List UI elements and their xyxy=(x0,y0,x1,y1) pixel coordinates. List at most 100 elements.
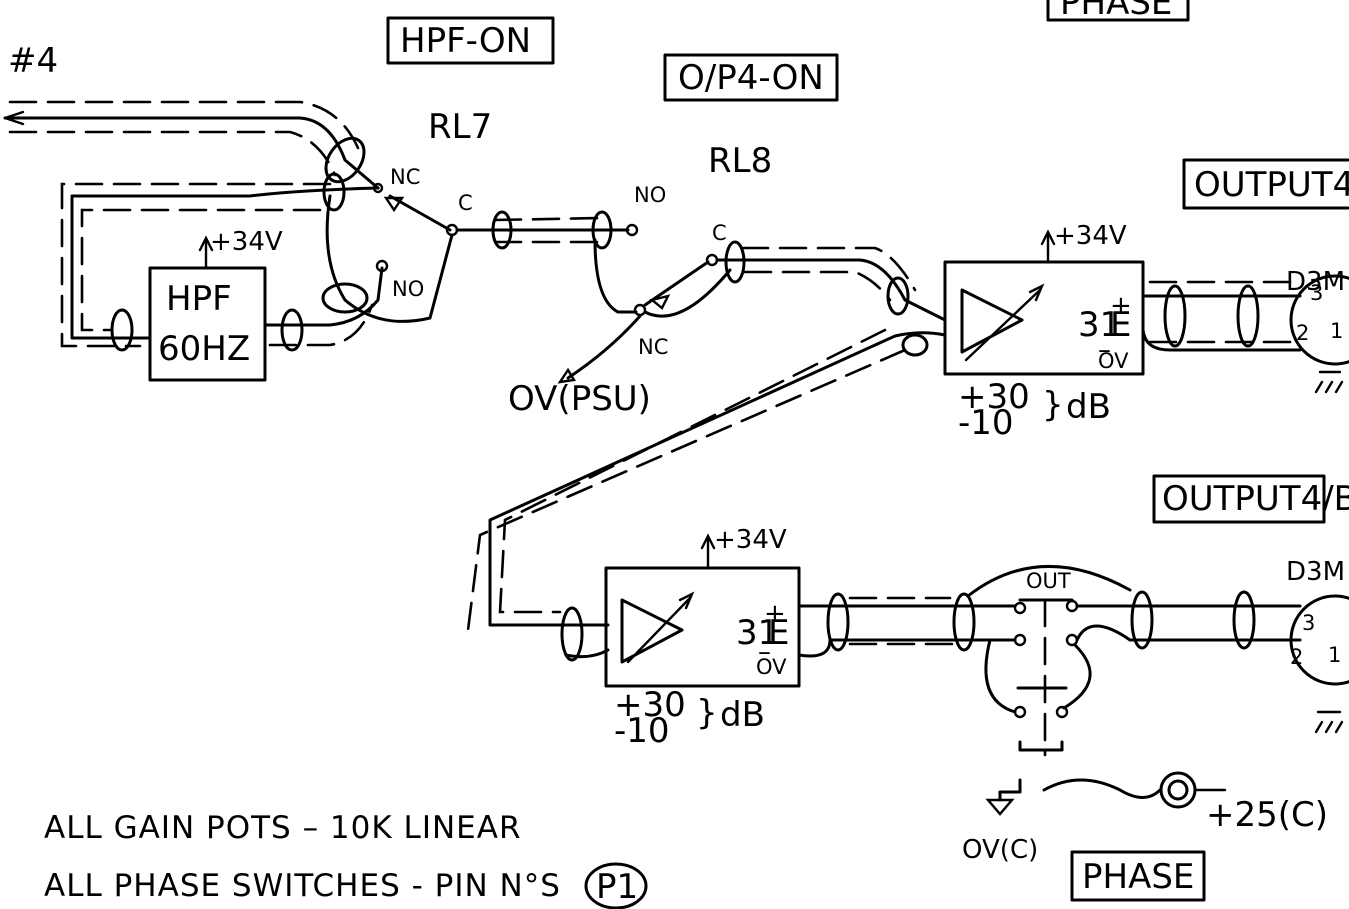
phase-pin-3 xyxy=(1013,633,1027,647)
phase-lamp-outer xyxy=(1159,771,1197,809)
xlr-a-ground xyxy=(1314,370,1344,394)
hpf-output-sleeve xyxy=(321,282,369,314)
phase-switch-lamp-bar xyxy=(1018,740,1064,752)
amp-a-symbol xyxy=(960,288,1024,354)
amp-a-split-sleeve xyxy=(901,333,929,357)
xlr-b-ferrule-1 xyxy=(1130,590,1154,650)
amp-b-out-ferrule-2 xyxy=(952,592,976,652)
amp-b-pin-e: E xyxy=(768,613,789,653)
output-b-box xyxy=(1152,474,1326,524)
input-shield-lower xyxy=(8,130,337,177)
amp-a-ov: OV xyxy=(1098,349,1129,373)
phase-switch-out-label: OUT xyxy=(1026,569,1071,593)
amp-a-gain-arrowhead xyxy=(1028,283,1045,302)
xlr-b-connector xyxy=(1289,594,1349,686)
output-b-label: OUTPUT4/B xyxy=(1162,479,1349,519)
phase-cross-wire-left xyxy=(984,638,1017,714)
phase-switch-ground-wire xyxy=(998,778,1022,802)
input-arrow xyxy=(3,110,25,126)
xlr-b-pin1: 1 xyxy=(1328,643,1341,667)
xlr-a-pin3: 3 xyxy=(1310,281,1323,305)
note-phase-switches: ALL PHASE SWITCHES - PIN N°S xyxy=(44,868,561,904)
xlr-b-ground xyxy=(1314,710,1344,734)
phase-bottom-label: PHASE xyxy=(1082,857,1194,897)
amp-b-db: dB xyxy=(720,695,765,735)
ov-psu-label: OV(PSU) xyxy=(508,379,651,419)
rl8-out-shield-lower xyxy=(743,270,892,302)
amp-a-gain-brace: } xyxy=(1042,385,1064,425)
amp-a-supply-arrow xyxy=(1040,229,1056,246)
note-gain-pots: ALL GAIN POTS – 10K LINEAR xyxy=(44,810,522,846)
hpf-label-line2: 60HZ xyxy=(158,329,250,369)
rl8-c-label: C xyxy=(712,221,727,245)
hpf-label-line1: HPF xyxy=(166,279,232,319)
channel-label: #4 xyxy=(8,41,58,81)
rl8-out-shield-upper xyxy=(740,246,917,292)
ov-psu-wire xyxy=(566,314,642,380)
amp-a-supply-label: +34V xyxy=(1054,221,1127,251)
hpf-on-label: HPF-ON xyxy=(400,21,531,61)
rl8-nc-label: NC xyxy=(638,335,668,359)
phase-cross-wire-right xyxy=(1062,643,1092,710)
hpf-output-shield xyxy=(268,303,374,347)
amp-b-feed-wire xyxy=(488,331,947,627)
amp-b-box xyxy=(604,566,801,688)
phase-switch-arc xyxy=(966,565,1132,598)
amp-a-out-ferrule-1 xyxy=(1163,284,1187,348)
amp-a-pin-label: 31 xyxy=(1078,305,1121,345)
amp-b-out-ferrule-1 xyxy=(826,592,850,652)
amp-b-plus: + xyxy=(764,599,786,629)
xlr-b-pin3: 3 xyxy=(1302,611,1315,635)
hpf-output-wire xyxy=(263,266,384,327)
hpf-loop-shield-outer xyxy=(60,182,332,348)
xlr-b-minus-wire xyxy=(1075,624,1302,642)
phase-top-label: PHASE xyxy=(1060,0,1172,23)
rl8-no-label: NO xyxy=(634,183,666,207)
rl8-armature-tip xyxy=(649,294,671,310)
rl7-armature-tip xyxy=(383,196,405,213)
amp-b-gain-arrow xyxy=(626,596,692,664)
amp-a-gain-top: +30 xyxy=(958,377,1030,417)
amp-b-ground-wire xyxy=(564,648,610,659)
xlr-b-ferrule-2 xyxy=(1232,590,1256,650)
rl7-loop-wire xyxy=(325,194,454,323)
amp-a-gain-arrow xyxy=(964,288,1042,362)
rl8-armature xyxy=(643,260,710,307)
rl7-loop-sleeve xyxy=(322,172,346,212)
rl8-loop-wire xyxy=(643,268,732,318)
amp-b-gain-brace: } xyxy=(696,693,718,733)
rl8-nc-feed xyxy=(593,238,638,314)
note-pin-label: P1 xyxy=(596,867,638,907)
amp-b-gain-bottom: -10 xyxy=(614,711,670,751)
output-a-label: OUTPUT4/A xyxy=(1194,165,1349,205)
amp-a-gain-bottom: -10 xyxy=(958,403,1014,443)
phase-lamp-inner xyxy=(1167,779,1189,801)
amp-b-in-ferrule xyxy=(560,606,584,662)
hpf-supply-arrow xyxy=(198,235,214,252)
phase-pin-1 xyxy=(1013,601,1027,615)
hpf-input-ferrule xyxy=(110,308,134,352)
rl7-nc-contact xyxy=(372,182,384,194)
rl7-no-contact xyxy=(375,259,389,273)
rl8-label: RL8 xyxy=(708,141,772,181)
ov-psu-arrow xyxy=(557,367,576,384)
op4-on-label: O/P4-ON xyxy=(678,58,824,98)
rl7-label: RL7 xyxy=(428,107,492,147)
rl8-out-ferrule xyxy=(724,240,746,284)
xlr-a-connector xyxy=(1289,274,1349,366)
ov-c-label: OV(C) xyxy=(962,835,1038,865)
input-shield-upper xyxy=(8,100,360,150)
amp-a-out-minus-wire xyxy=(1141,328,1302,352)
amp-b-supply-arrow xyxy=(700,533,716,550)
amp-b-gain-arrowhead xyxy=(678,591,695,610)
phase-lamp-resistor xyxy=(1042,778,1162,799)
output-a-box xyxy=(1182,158,1349,210)
ov-c-ground-symbol xyxy=(985,798,1015,816)
amp-a-minus: – xyxy=(1098,335,1111,365)
amp-b-symbol xyxy=(620,598,684,664)
hpf-feed-wire xyxy=(70,186,380,340)
amp-b-feed-shield-inner xyxy=(498,328,887,614)
amp-a-out-ferrule-2 xyxy=(1236,284,1260,348)
xlr-b-label: D3M xyxy=(1286,557,1345,587)
